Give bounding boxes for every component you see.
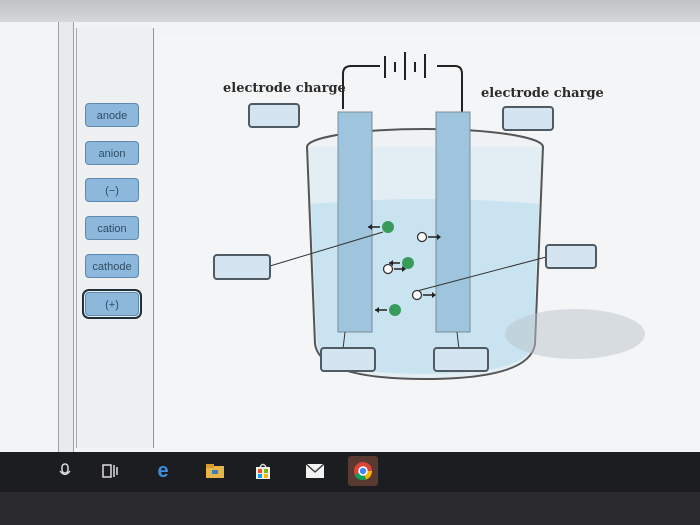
beaker-illustration [269,52,645,381]
right-wire [437,65,463,114]
screen-top-edge [0,0,700,26]
dropzone-left-ion[interactable] [213,254,271,280]
dropzone-right-electrode-name[interactable] [433,347,489,372]
chip-cathode[interactable]: cathode [85,254,139,278]
anion-icon [411,289,436,301]
leader-line-left [269,231,384,267]
taskbar: e [0,452,700,492]
battery-cell-icon [384,52,426,80]
chip-anode[interactable]: anode [85,103,139,127]
chip-positive[interactable]: (+) [82,289,142,319]
file-explorer-icon[interactable] [204,460,226,482]
cation-icon [375,304,401,316]
dropzone-right-ion[interactable] [545,244,597,269]
chip-negative[interactable]: (−) [85,178,139,202]
dropzone-left-electrode-name[interactable] [320,347,376,372]
anion-icon [382,263,406,275]
task-view-icon[interactable] [100,460,122,482]
cation-icon [389,257,414,269]
leader-line-bottom-right [456,331,460,350]
beaker-shadow [505,309,645,359]
cation-icon [368,221,394,233]
anion-icon [416,231,441,243]
leader-line-bottom-left [342,331,346,350]
left-wire [342,65,380,109]
right-electrode [435,111,471,333]
chip-anion[interactable]: anion [85,141,139,165]
electrolysis-diagram: electrode charge electrode charge [155,34,700,448]
right-electrode-charge-label: electrode charge [481,86,604,101]
chip-cation[interactable]: cation [85,216,139,240]
answer-bank: anode anion (−) cation cathode (+) [76,28,154,448]
left-electrode-charge-label: electrode charge [223,81,346,96]
left-scroll-rail[interactable] [58,22,74,452]
edge-browser-icon[interactable]: e [157,459,169,482]
dropzone-right-electrode-charge[interactable] [502,106,554,131]
chrome-icon[interactable] [348,456,378,486]
microphone-icon[interactable] [54,460,76,482]
monitor-bezel [0,492,700,525]
dropzone-left-electrode-charge[interactable] [248,103,300,128]
leader-line-right [416,255,551,292]
left-electrode [337,111,373,333]
mail-icon[interactable] [304,460,326,482]
store-icon[interactable] [252,460,274,482]
